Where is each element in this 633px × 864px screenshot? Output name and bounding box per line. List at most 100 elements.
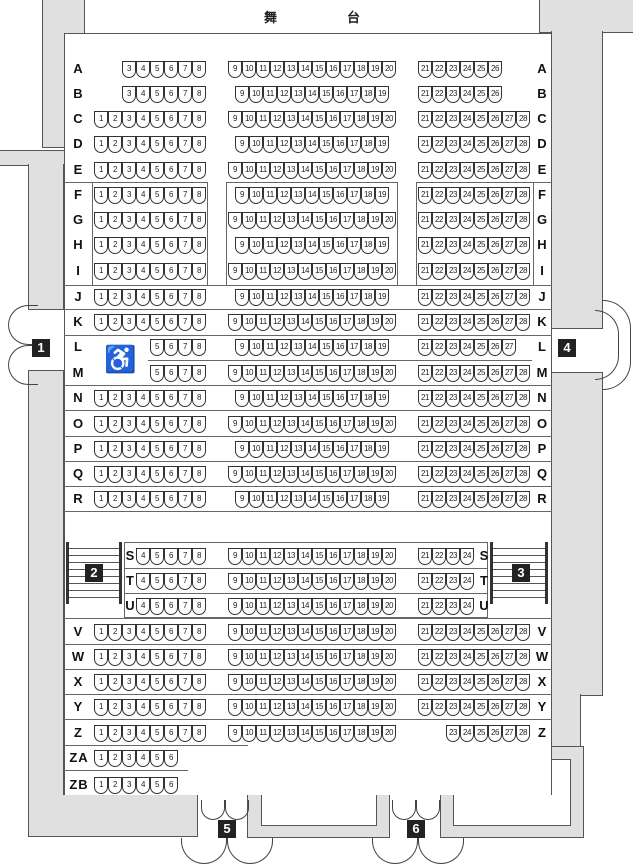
seat-c-11[interactable]: 11 (256, 111, 270, 128)
seat-w-8[interactable]: 8 (192, 649, 206, 666)
seat-m-25[interactable]: 25 (474, 365, 488, 382)
seat-e-25[interactable]: 25 (474, 162, 488, 179)
seat-q-28[interactable]: 28 (516, 466, 530, 483)
seat-e-14[interactable]: 14 (298, 162, 312, 179)
seat-l-16[interactable]: 16 (333, 339, 347, 356)
seat-m-18[interactable]: 18 (354, 365, 368, 382)
seat-y-22[interactable]: 22 (432, 699, 446, 716)
seat-p-16[interactable]: 16 (333, 441, 347, 458)
seat-v-27[interactable]: 27 (502, 624, 516, 641)
seat-g-16[interactable]: 16 (326, 212, 340, 229)
seat-h-21[interactable]: 21 (418, 237, 432, 254)
seat-h-18[interactable]: 18 (361, 237, 375, 254)
seat-w-26[interactable]: 26 (488, 649, 502, 666)
seat-o-14[interactable]: 14 (298, 416, 312, 433)
seat-c-4[interactable]: 4 (136, 111, 150, 128)
seat-x-26[interactable]: 26 (488, 674, 502, 691)
seat-h-9[interactable]: 9 (235, 237, 249, 254)
seat-v-25[interactable]: 25 (474, 624, 488, 641)
seat-a-7[interactable]: 7 (178, 61, 192, 78)
seat-p-28[interactable]: 28 (516, 441, 530, 458)
seat-a-21[interactable]: 21 (418, 61, 432, 78)
seat-a-12[interactable]: 12 (270, 61, 284, 78)
seat-s-21[interactable]: 21 (418, 548, 432, 565)
seat-a-20[interactable]: 20 (382, 61, 396, 78)
seat-za-1[interactable]: 1 (94, 750, 108, 767)
seat-n-11[interactable]: 11 (263, 390, 277, 407)
door-exit-5-inner-right[interactable] (225, 800, 249, 820)
seat-u-8[interactable]: 8 (192, 598, 206, 615)
seat-b-10[interactable]: 10 (249, 86, 263, 103)
seat-c-7[interactable]: 7 (178, 111, 192, 128)
seat-x-17[interactable]: 17 (340, 674, 354, 691)
seat-v-21[interactable]: 21 (418, 624, 432, 641)
seat-e-21[interactable]: 21 (418, 162, 432, 179)
seat-u-16[interactable]: 16 (326, 598, 340, 615)
seat-c-16[interactable]: 16 (326, 111, 340, 128)
seat-i-15[interactable]: 15 (312, 263, 326, 280)
seat-w-2[interactable]: 2 (108, 649, 122, 666)
seat-i-1[interactable]: 1 (94, 263, 108, 280)
seat-w-16[interactable]: 16 (326, 649, 340, 666)
seat-c-14[interactable]: 14 (298, 111, 312, 128)
seat-j-22[interactable]: 22 (432, 289, 446, 306)
seat-c-26[interactable]: 26 (488, 111, 502, 128)
seat-t-4[interactable]: 4 (136, 573, 150, 590)
seat-c-10[interactable]: 10 (242, 111, 256, 128)
seat-l-19[interactable]: 19 (375, 339, 389, 356)
seat-v-26[interactable]: 26 (488, 624, 502, 641)
seat-y-19[interactable]: 19 (368, 699, 382, 716)
seat-o-23[interactable]: 23 (446, 416, 460, 433)
seat-x-25[interactable]: 25 (474, 674, 488, 691)
seat-e-26[interactable]: 26 (488, 162, 502, 179)
seat-z-28[interactable]: 28 (516, 725, 530, 742)
seat-r-27[interactable]: 27 (502, 491, 516, 508)
seat-i-26[interactable]: 26 (488, 263, 502, 280)
seat-h-2[interactable]: 2 (108, 237, 122, 254)
seat-z-4[interactable]: 4 (136, 725, 150, 742)
seat-k-3[interactable]: 3 (122, 314, 136, 331)
seat-p-5[interactable]: 5 (150, 441, 164, 458)
seat-j-21[interactable]: 21 (418, 289, 432, 306)
seat-o-3[interactable]: 3 (122, 416, 136, 433)
seat-v-7[interactable]: 7 (178, 624, 192, 641)
seat-r-9[interactable]: 9 (235, 491, 249, 508)
seat-o-20[interactable]: 20 (382, 416, 396, 433)
seat-v-14[interactable]: 14 (298, 624, 312, 641)
seat-r-1[interactable]: 1 (94, 491, 108, 508)
seat-v-5[interactable]: 5 (150, 624, 164, 641)
seat-t-20[interactable]: 20 (382, 573, 396, 590)
seat-n-10[interactable]: 10 (249, 390, 263, 407)
seat-v-3[interactable]: 3 (122, 624, 136, 641)
seat-g-1[interactable]: 1 (94, 212, 108, 229)
seat-g-6[interactable]: 6 (164, 212, 178, 229)
seat-g-4[interactable]: 4 (136, 212, 150, 229)
seat-w-4[interactable]: 4 (136, 649, 150, 666)
seat-n-17[interactable]: 17 (347, 390, 361, 407)
seat-q-10[interactable]: 10 (242, 466, 256, 483)
seat-p-2[interactable]: 2 (108, 441, 122, 458)
seat-k-6[interactable]: 6 (164, 314, 178, 331)
seat-za-6[interactable]: 6 (164, 750, 178, 767)
seat-x-7[interactable]: 7 (178, 674, 192, 691)
seat-e-6[interactable]: 6 (164, 162, 178, 179)
seat-u-19[interactable]: 19 (368, 598, 382, 615)
seat-t-24[interactable]: 24 (460, 573, 474, 590)
seat-b-21[interactable]: 21 (418, 86, 432, 103)
seat-p-7[interactable]: 7 (178, 441, 192, 458)
seat-w-14[interactable]: 14 (298, 649, 312, 666)
seat-w-13[interactable]: 13 (284, 649, 298, 666)
seat-t-12[interactable]: 12 (270, 573, 284, 590)
seat-e-12[interactable]: 12 (270, 162, 284, 179)
seat-b-15[interactable]: 15 (319, 86, 333, 103)
seat-c-15[interactable]: 15 (312, 111, 326, 128)
seat-a-5[interactable]: 5 (150, 61, 164, 78)
seat-x-12[interactable]: 12 (270, 674, 284, 691)
seat-l-8[interactable]: 8 (192, 339, 206, 356)
seat-j-23[interactable]: 23 (446, 289, 460, 306)
seat-i-10[interactable]: 10 (242, 263, 256, 280)
seat-b-23[interactable]: 23 (446, 86, 460, 103)
seat-x-4[interactable]: 4 (136, 674, 150, 691)
seat-w-22[interactable]: 22 (432, 649, 446, 666)
seat-l-18[interactable]: 18 (361, 339, 375, 356)
